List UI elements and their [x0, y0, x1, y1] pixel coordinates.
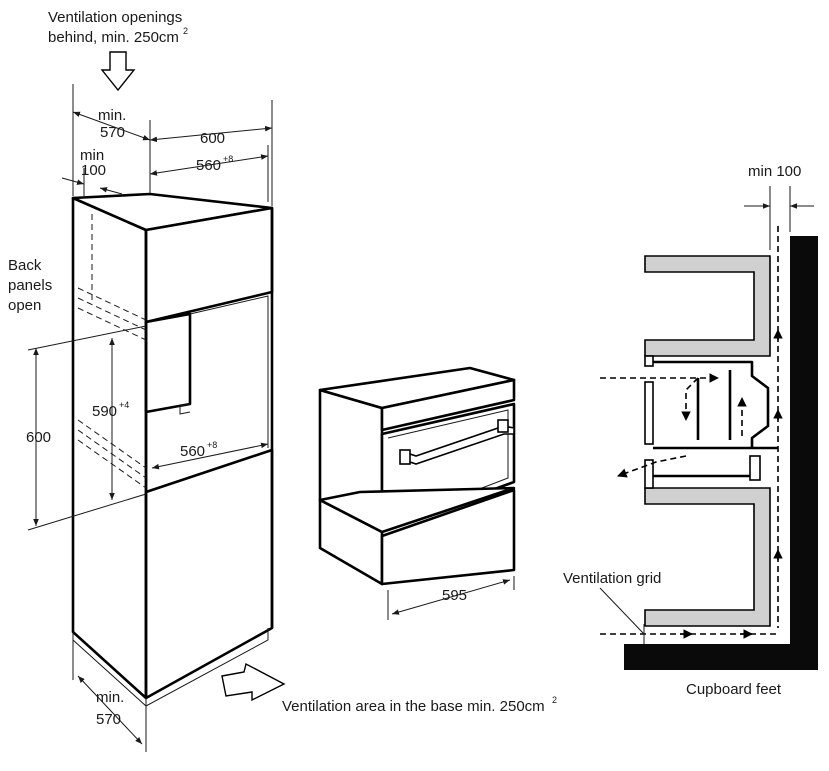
- oven-drawer-front: [380, 488, 516, 586]
- dim-595: 595: [442, 587, 467, 604]
- dimension-lines-top: [61, 84, 273, 206]
- cabinet-lower-front: [144, 448, 274, 700]
- oven-niche: [144, 312, 192, 414]
- dim-590-sup: +4: [119, 400, 129, 410]
- ventilation-grid-label: Ventilation grid: [563, 570, 661, 587]
- dim-560-mid-sup: +8: [207, 440, 217, 450]
- vent-base-sup: 2: [552, 695, 557, 705]
- dim-590: 590: [92, 403, 117, 420]
- dim-min-bottom: min.: [96, 689, 124, 706]
- vent-top-label-1: Ventilation openings: [48, 9, 182, 26]
- dim-560-mid: 560: [180, 443, 205, 460]
- arrow-down-icon: [100, 51, 136, 92]
- back-panels-label-1: Back: [8, 257, 42, 274]
- oven-section: [644, 355, 778, 489]
- cabinet-side-panel: [71, 196, 148, 700]
- vent-base-label: Ventilation area in the base min. 250cm: [282, 698, 545, 715]
- dim-570-top: 570: [100, 124, 125, 141]
- dim-570-bottom: 570: [96, 711, 121, 728]
- section-view: [599, 186, 818, 670]
- oven-control-panel: [380, 378, 516, 432]
- dim-100-left: 100: [81, 162, 106, 179]
- cupboard-feet-label: Cupboard feet: [686, 681, 782, 698]
- dim-min100-right: min 100: [748, 163, 801, 180]
- dimension-lines-bottom: [72, 640, 147, 752]
- dim-600-left: 600: [26, 429, 51, 446]
- wall: [624, 236, 818, 670]
- oven-drawer-top: [318, 486, 516, 534]
- vent-top-label-2: behind, min. 250cm: [48, 29, 179, 46]
- back-panels-label-3: open: [8, 297, 41, 314]
- dim-560-top-sup: +8: [223, 154, 233, 164]
- arrow-right-icon: [221, 662, 286, 702]
- dim-560-top: 560: [196, 157, 221, 174]
- back-panels-label-2: panels: [8, 277, 52, 294]
- dimension-lines-niche: [27, 325, 269, 531]
- dim-min-top: min.: [98, 107, 126, 124]
- lower-cabinet-panel: [644, 487, 771, 627]
- vent-top-sup: 2: [183, 26, 188, 36]
- dim-600-top: 600: [200, 130, 225, 147]
- tall-cabinet: [71, 192, 274, 707]
- oven-appliance: [318, 366, 516, 586]
- upper-cabinet-panel: [644, 255, 771, 357]
- dimension-lines-oven: [387, 576, 515, 620]
- airflow-paths: [600, 226, 783, 639]
- dim-min-left: min: [80, 147, 104, 164]
